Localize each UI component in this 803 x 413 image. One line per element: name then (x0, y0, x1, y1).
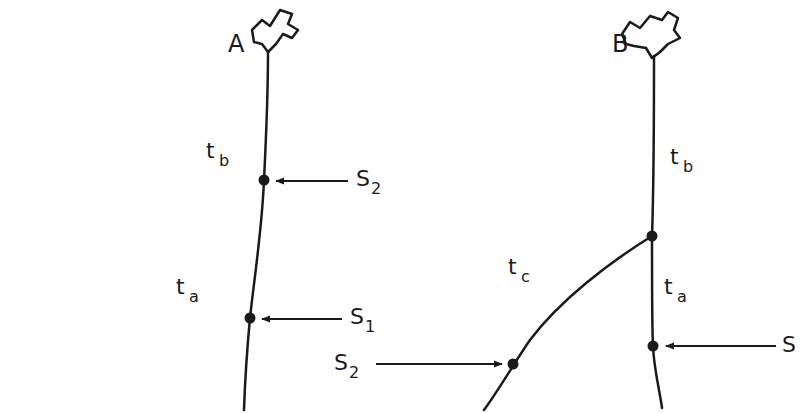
label-letter: S (350, 306, 364, 328)
stimulus-site (508, 359, 519, 370)
stimulus-site (245, 313, 256, 324)
label-letter: S (334, 352, 348, 374)
label-subscript: c (521, 269, 530, 285)
axon (244, 52, 268, 410)
label-subscript: b (219, 153, 229, 169)
stimulus-arrow (376, 363, 502, 365)
stimulus-arrow (262, 318, 342, 320)
cell-body (252, 10, 298, 52)
label-subscript: 1 (365, 319, 375, 335)
label-letter: t (670, 146, 679, 168)
axon-branch (484, 236, 652, 410)
label-subscript: b (683, 159, 693, 175)
label-letter: S (782, 334, 796, 356)
label-letter: t (206, 140, 215, 162)
label-letter: t (508, 256, 517, 278)
stimulus-site (259, 175, 270, 186)
label-letter: t (176, 276, 185, 298)
axon-stem (652, 56, 654, 236)
label-subscript: a (189, 289, 199, 305)
axon-branch (652, 236, 662, 408)
label-subscript: 2 (349, 365, 359, 381)
stimulus-arrow (276, 180, 348, 182)
label-letter: t (664, 276, 673, 298)
label-letter: S (356, 168, 370, 190)
junction-dot (647, 231, 658, 242)
stimulus-site (648, 341, 659, 352)
cell-body (622, 12, 680, 58)
label-subscript: a (677, 289, 687, 305)
stimulus-arrow (666, 345, 776, 347)
panel-label: A (228, 32, 244, 56)
panel-label: B (612, 32, 628, 56)
label-subscript: 2 (371, 181, 381, 197)
